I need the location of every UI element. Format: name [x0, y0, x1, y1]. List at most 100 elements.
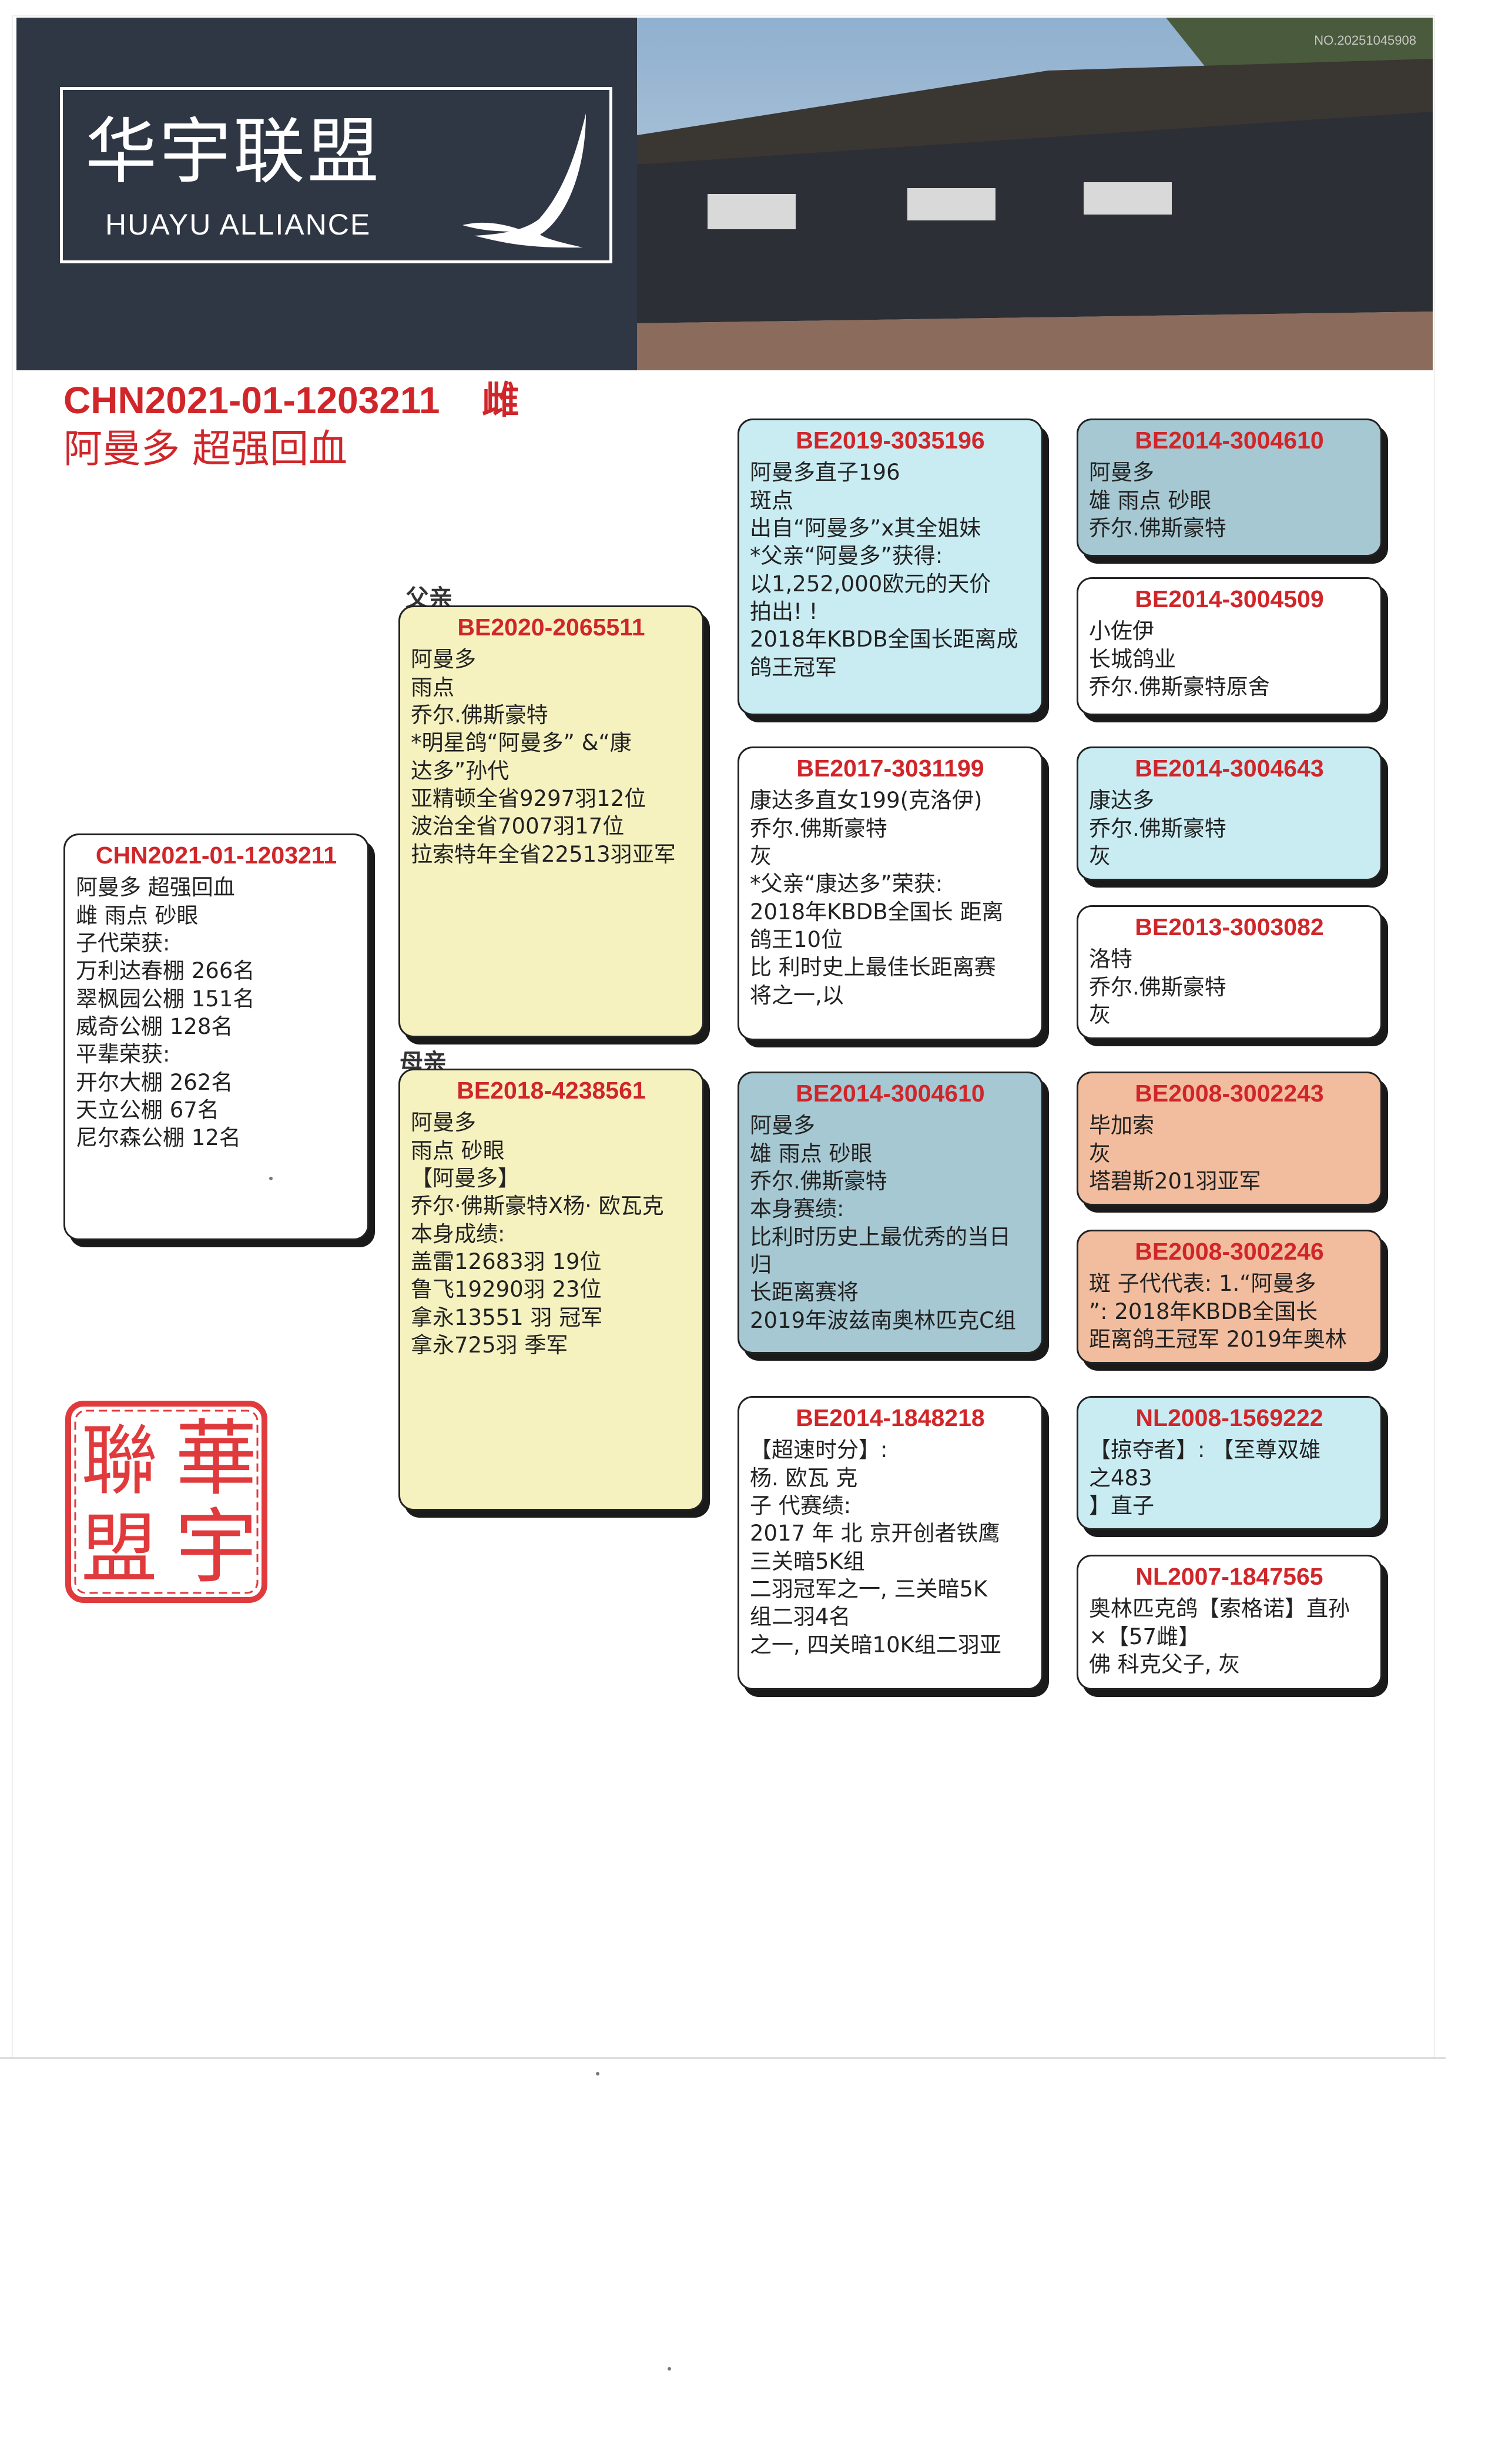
scan-speck [269, 1177, 273, 1180]
grandparent-card: BE2019-3035196 阿曼多直子196 斑点 出自“阿曼多”x其全姐妹 … [738, 419, 1043, 715]
card-line: 之一, 四关暗10K组二羽亚 [750, 1632, 1001, 1658]
card-ring: CHN2021-01-1203211 [95, 842, 337, 869]
card-line: 斑 子代代表: 1.“阿曼多 [1089, 1271, 1316, 1297]
card-line: 洛特 [1089, 946, 1132, 972]
svg-text:聯: 聯 [81, 1416, 157, 1505]
card-line: 达多”孙代 [411, 758, 509, 784]
great-grandparent-card: BE2008-3002243 毕加索 灰 塔碧斯201羽亚军 [1077, 1072, 1382, 1206]
card-line: 二羽冠军之一, 三关暗5K [750, 1576, 988, 1602]
card-line: 杨. 欧瓦 克 [750, 1465, 858, 1491]
card-line: 【掠夺者】: 【至尊双雄 [1089, 1437, 1321, 1463]
great-grandparent-card: BE2014-3004610 阿曼多 雄 雨点 砂眼 乔尔.佛斯豪特 [1077, 419, 1382, 557]
card-line: 康达多直女199(克洛伊) [750, 788, 983, 813]
card-line: *父亲“康达多”荣获: [750, 871, 943, 897]
card-ring: BE2014-3004509 [1135, 585, 1324, 612]
card-line: 】直子 [1089, 1492, 1154, 1518]
card-line: 尼尔森公棚 12名 [76, 1125, 241, 1151]
great-grandparent-card: BE2008-3002246 斑 子代代表: 1.“阿曼多 ”: 2018年KB… [1077, 1230, 1382, 1364]
svg-text:華: 華 [175, 1411, 257, 1507]
scan-speck [668, 2367, 671, 2371]
card-line: 2019年波兹南奥林匹克C组 [750, 1307, 1016, 1333]
card-ring: BE2014-3004610 [1135, 427, 1324, 454]
card-line: 2018年KBDB全国长距离成 [750, 627, 1018, 652]
logo: 华宇联盟 HUAYU ALLIANCE [60, 87, 612, 263]
card-line: 鲁飞19290羽 23位 [411, 1277, 602, 1303]
great-grandparent-card: BE2014-3004509 小佐伊 长城鸽业 乔尔.佛斯豪特原舍 [1077, 577, 1382, 715]
card-line: 本身成绩: [411, 1221, 505, 1247]
card-line: 雄 雨点 砂眼 [750, 1140, 873, 1166]
card-line: 三关暗5K组 [750, 1548, 865, 1574]
card-line: 塔碧斯201羽亚军 [1089, 1168, 1261, 1194]
card-line: 斑点 [750, 487, 793, 513]
card-ring: NL2008-1569222 [1135, 1404, 1323, 1431]
card-line: 乔尔.佛斯豪特 [1089, 515, 1226, 541]
logo-chinese: 华宇联盟 [85, 110, 381, 193]
card-line: ”: 2018年KBDB全国长 [1089, 1298, 1318, 1324]
card-line: 拉索特年全省22513羽亚军 [411, 841, 676, 867]
card-line: 乔尔.佛斯豪特 [750, 815, 887, 841]
grandparent-card: BE2014-1848218 【超速时分】: 杨. 欧瓦 克 子 代赛绩: 20… [738, 1396, 1043, 1690]
card-line: 阿曼多 [411, 1110, 476, 1136]
card-ring: BE2014-1848218 [796, 1404, 985, 1431]
scan-speck [596, 2072, 599, 2075]
card-line: 以1,252,000欧元的天价 [750, 571, 991, 597]
subject-card: CHN2021-01-1203211 阿曼多 超强回血 雌 雨点 砂眼 子代荣获… [63, 833, 369, 1240]
subject-name-heading: 阿曼多 超强回血 [63, 426, 347, 471]
card-line: 灰 [1089, 1140, 1111, 1166]
card-line: 平辈荣获: [76, 1042, 170, 1067]
logo-english: HUAYU ALLIANCE [105, 208, 371, 241]
card-line: 康达多 [1089, 788, 1154, 813]
card-line: 雨点 [411, 674, 454, 700]
card-line: 阿曼多 [1089, 460, 1154, 486]
card-line: 比利时历史上最优秀的当日 [750, 1224, 1011, 1250]
grandparent-card: BE2017-3031199 康达多直女199(克洛伊) 乔尔.佛斯豪特 灰 *… [738, 746, 1043, 1040]
card-ring: BE2014-3004643 [1135, 755, 1324, 782]
card-ring: BE2019-3035196 [796, 427, 985, 454]
card-line: 乔尔.佛斯豪特 [411, 702, 548, 728]
card-ring: BE2008-3002246 [1135, 1238, 1324, 1265]
great-grandparent-card: BE2014-3004643 康达多 乔尔.佛斯豪特 灰 [1077, 746, 1382, 881]
card-line: 亚精顿全省9297羽12位 [411, 785, 646, 811]
card-line: 乔尔.佛斯豪特 [1089, 974, 1226, 1000]
svg-text:宇: 宇 [175, 1499, 257, 1595]
card-ring: BE2013-3003082 [1135, 913, 1324, 940]
photo-serial: NO.20251045908 [1314, 33, 1416, 48]
card-line: 阿曼多直子196 [750, 460, 900, 486]
card-line: 阿曼多 [750, 1113, 815, 1139]
card-line: 万利达春棚 266名 [76, 958, 255, 984]
card-line: 子代荣获: [76, 930, 170, 956]
card-line: 阿曼多 [411, 647, 476, 672]
card-line: 佛 科克父子, 灰 [1089, 1651, 1241, 1677]
card-line: 距离鸽王冠军 2019年奥林 [1089, 1326, 1347, 1352]
dam-card: BE2018-4238561 阿曼多 雨点 砂眼 【阿曼多】 乔尔·佛斯豪特X杨… [398, 1069, 704, 1511]
grandparent-card: BE2014-3004610 阿曼多 雄 雨点 砂眼 乔尔.佛斯豪特 本身赛绩:… [738, 1072, 1043, 1354]
card-line: 乔尔·佛斯豪特X杨· 欧瓦克 [411, 1193, 664, 1219]
card-line: 天立公棚 67名 [76, 1097, 219, 1123]
card-line: 阿曼多 超强回血 [76, 875, 235, 900]
great-grandparent-card: NL2008-1569222 【掠夺者】: 【至尊双雄 之483 】直子 [1077, 1396, 1382, 1530]
card-ring: BE2014-3004610 [796, 1080, 985, 1107]
card-line: *明星鸽“阿曼多” &“康 [411, 730, 632, 756]
sheet-edge [0, 2057, 1446, 2059]
card-line: 奥林匹克鸽【索格诺】直孙 [1089, 1596, 1350, 1622]
card-line: 将之一,以 [750, 982, 844, 1008]
card-line: 乔尔.佛斯豪特原舍 [1089, 674, 1270, 699]
card-line: 之483 [1089, 1465, 1152, 1491]
card-line: 灰 [1089, 843, 1111, 869]
card-line: 乔尔.佛斯豪特 [1089, 815, 1226, 841]
loft-photo [637, 18, 1433, 370]
card-line: 拿永725羽 季军 [411, 1333, 568, 1358]
subject-ring-heading: CHN2021-01-1203211 雌 [63, 379, 519, 421]
card-line: 小佐伊 [1089, 618, 1154, 644]
card-line: 乔尔.佛斯豪特 [750, 1168, 887, 1194]
card-line: 【阿曼多】 [411, 1165, 519, 1191]
card-line: 盖雷12683羽 19位 [411, 1248, 602, 1274]
card-line: 鸽王10位 [750, 926, 843, 952]
card-line: 雄 雨点 砂眼 [1089, 487, 1212, 513]
great-grandparent-card: NL2007-1847565 奥林匹克鸽【索格诺】直孙 ×【57雌】 佛 科克父… [1077, 1555, 1382, 1690]
card-line: 雌 雨点 砂眼 [76, 902, 199, 928]
svg-text:盟: 盟 [81, 1504, 157, 1593]
card-ring: BE2008-3002243 [1135, 1080, 1324, 1107]
header-banner: 华宇联盟 HUAYU ALLIANCE NO.20251045908 [16, 18, 1433, 370]
card-line: 归 [750, 1251, 772, 1277]
